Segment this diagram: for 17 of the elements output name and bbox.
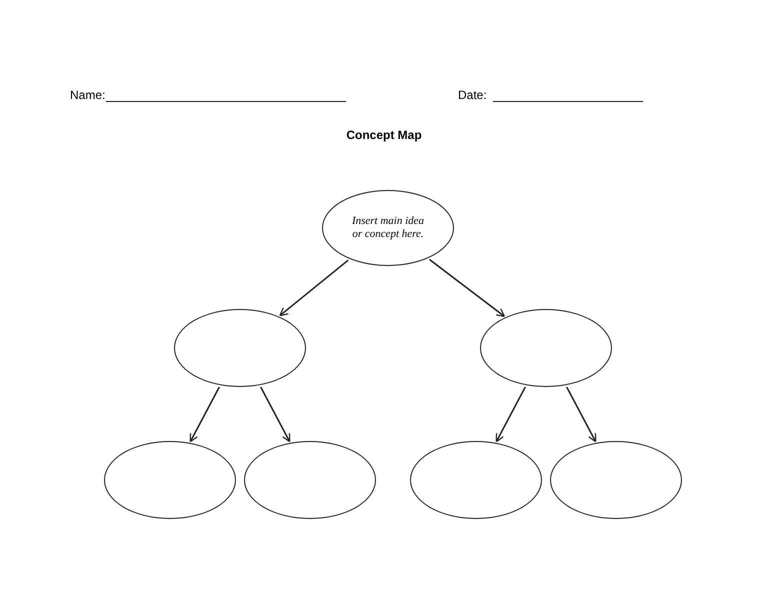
empty-ellipse	[480, 309, 612, 387]
arrow	[566, 386, 596, 442]
concept-ellipse	[322, 190, 454, 266]
field-label: Name:	[70, 88, 106, 102]
empty-ellipse	[410, 441, 542, 519]
empty-ellipse	[104, 441, 236, 519]
empty-ellipse	[174, 309, 306, 387]
empty-ellipse	[244, 441, 376, 519]
empty-ellipse	[550, 441, 682, 519]
arrow	[279, 260, 349, 316]
title: Concept Map	[345, 128, 423, 142]
arrow	[429, 258, 506, 318]
arrow	[190, 386, 220, 442]
arrow	[496, 386, 526, 442]
arrow	[260, 386, 290, 442]
concept-text: Insert main idea or concept here.	[350, 215, 426, 241]
field-label: Date:	[458, 88, 487, 102]
